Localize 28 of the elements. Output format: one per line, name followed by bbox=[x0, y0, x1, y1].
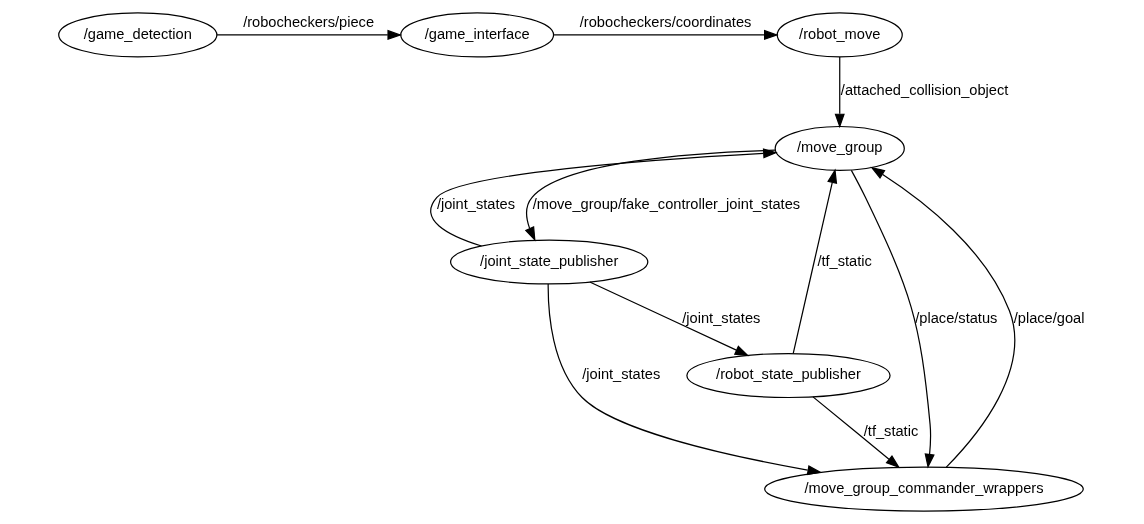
arrow bbox=[870, 166, 1016, 468]
arrow bbox=[430, 148, 778, 247]
node-ellipse: /robot_state_publisher bbox=[686, 352, 891, 399]
arrow bbox=[812, 396, 901, 469]
arrow bbox=[589, 281, 750, 357]
edge-label: /attached_collision_object bbox=[840, 82, 1009, 99]
node-ellipse: /move_group bbox=[774, 125, 905, 172]
edge-label: /joint_states bbox=[436, 196, 515, 213]
edge-label: /robocheckers/piece bbox=[243, 14, 375, 31]
arrow bbox=[216, 29, 403, 41]
edge-label: /place/status bbox=[915, 309, 998, 326]
arrow bbox=[553, 29, 779, 41]
edge-label: /tf_static bbox=[817, 252, 872, 269]
arrow bbox=[792, 168, 838, 354]
node-ellipse: /robot_move bbox=[776, 12, 903, 58]
node-ellipse: /game_interface bbox=[400, 12, 555, 58]
arrow bbox=[524, 149, 776, 242]
edge-label: /tf_static bbox=[863, 423, 919, 440]
node-ellipse: /game_detection bbox=[58, 12, 218, 58]
edge-label: /place/goal bbox=[1013, 309, 1085, 326]
edge-label: /robocheckers/coordinates bbox=[579, 14, 752, 31]
edge-label: /joint_states bbox=[582, 366, 661, 383]
arrow bbox=[834, 56, 845, 129]
edge-label: /move_group/fake_controller_joint_states bbox=[532, 196, 801, 213]
node-ellipse: /joint_state_publisher bbox=[449, 239, 649, 285]
arrow bbox=[850, 169, 935, 469]
arrow bbox=[547, 283, 822, 476]
edge-label: /joint_states bbox=[682, 309, 761, 326]
